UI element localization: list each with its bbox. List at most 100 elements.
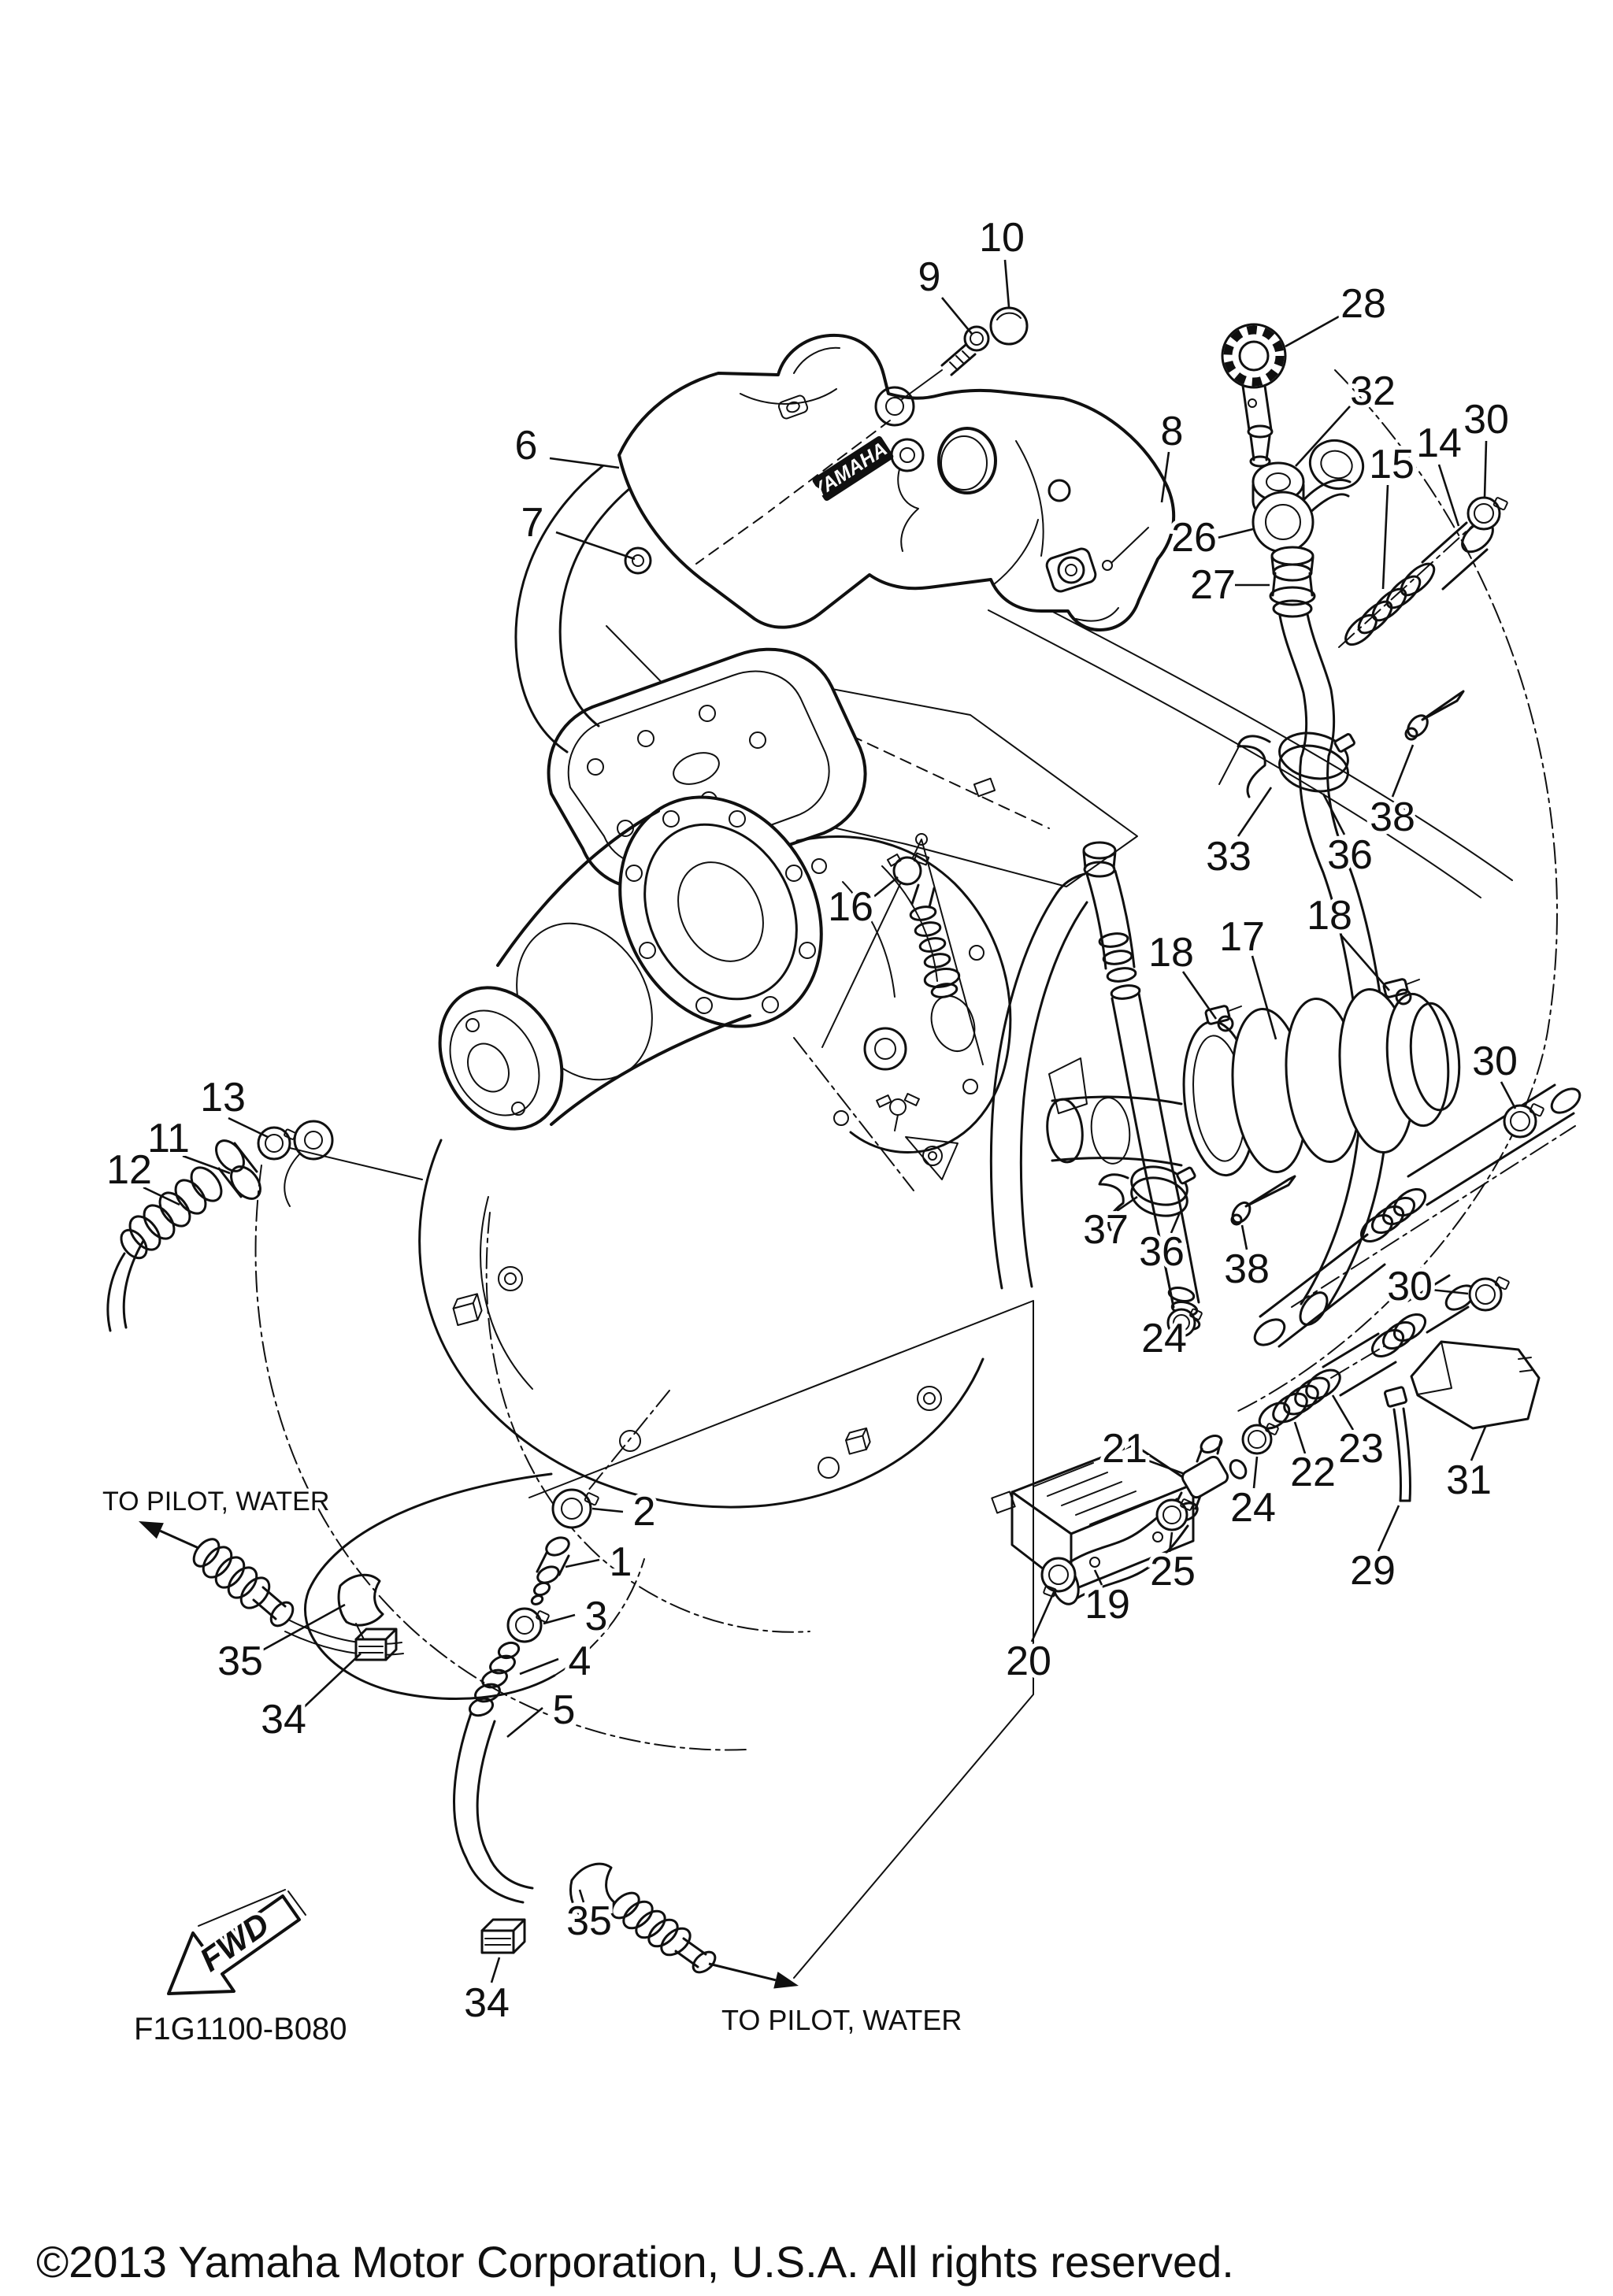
callout-21: 21 [1102,1426,1148,1472]
leader-line-36 [1322,793,1346,835]
leader-line-20 [1030,1591,1055,1642]
leader-line-2 [591,1507,624,1513]
leader-line-28 [1285,315,1340,348]
callout-24: 24 [1141,1316,1187,1361]
leader-line-34 [303,1653,362,1708]
callout-5: 5 [553,1687,576,1733]
leader-line-17 [1251,955,1277,1040]
callout-2: 2 [633,1489,656,1535]
hose-clamp-24a [1166,1308,1203,1338]
fwd-arrow [167,1889,306,1995]
callout-17: 17 [1219,914,1265,960]
leader-line-4 [519,1657,559,1676]
callout-27: 27 [1190,562,1236,608]
callout-4: 4 [569,1639,591,1684]
exhaust-cover [617,333,1176,631]
clamp-cluster-lower [1098,1165,1296,1231]
leader-line-16 [872,876,899,899]
leader-line-9 [940,297,973,335]
part-code: F1G1100-B080 [134,2012,347,2046]
cover-31 [1410,1340,1541,1430]
leader-line-5 [506,1706,543,1739]
arrow-to-pilot-bottom-shaft [708,1962,777,1982]
leader-line-25 [1168,1531,1174,1553]
leader-line-30 [1430,1288,1469,1295]
leader-line-21 [1145,1458,1185,1476]
callout-22: 22 [1290,1450,1336,1495]
callout-10: 10 [979,215,1025,261]
leader-line-18 [1181,971,1218,1020]
leader-line-31 [1470,1426,1487,1461]
callout-12: 12 [106,1147,152,1193]
callout-9: 9 [918,254,941,300]
callout-25: 25 [1150,1549,1196,1594]
callout-38: 38 [1224,1246,1270,1292]
callout-6: 6 [515,423,538,468]
leader-line-10 [1003,259,1010,308]
cable-tie-29 [1383,1386,1412,1502]
bottom-outlet [480,1862,717,1974]
copyright-line: ©2013 Yamaha Motor Corporation, U.S.A. A… [36,2237,1234,2287]
callout-35: 35 [217,1639,263,1684]
projection-wedge [528,1300,1034,1979]
callout-3: 3 [585,1594,608,1639]
callout-31: 31 [1446,1457,1492,1503]
callout-38: 38 [1370,794,1415,840]
leader-line-24 [1252,1456,1259,1489]
parts-column-1-5 [453,1390,670,1904]
callout-26: 26 [1171,515,1217,561]
leader-line-8 [1160,451,1170,503]
callout-28: 28 [1340,281,1386,327]
callout-36: 36 [1327,832,1373,878]
callout-23: 23 [1338,1426,1384,1472]
callout-7: 7 [521,500,544,546]
leader-line-30 [1500,1081,1517,1109]
diagram-art [106,306,1581,1995]
bellows-joint [1182,978,1461,1177]
callout-30: 30 [1472,1039,1518,1084]
callout-16: 16 [828,884,873,930]
callout-18: 18 [1148,930,1194,976]
leader-line-7 [555,531,636,561]
arrow-to-pilot-left-shaft [159,1529,199,1550]
leader-line-38 [1391,744,1415,798]
leader-line-30 [1483,440,1488,498]
callout-37: 37 [1083,1207,1129,1253]
pipe-22-23 [1241,1274,1510,1455]
hose-clamp-30a [1467,496,1508,531]
callout-11: 11 [147,1116,190,1161]
callout-13: 13 [200,1075,246,1120]
leader-line-37 [1116,1195,1138,1213]
leader-line-22 [1293,1421,1307,1454]
callout-18: 18 [1307,893,1352,939]
engine-assembly [254,465,1183,1751]
to-pilot-bottom: TO PILOT, WATER [721,2004,962,2036]
leader-line-13 [228,1117,269,1139]
leader-line-12 [143,1186,180,1206]
callout-34: 34 [464,1980,510,2026]
cap-10 [989,306,1029,346]
callout-32: 32 [1350,368,1396,414]
yamaha-decal [812,435,894,502]
leader-line-32 [1295,406,1351,467]
callout-20: 20 [1006,1639,1051,1684]
leader-line-23 [1331,1394,1355,1431]
hose-19 [1040,1498,1194,1605]
leader-line-18 [1340,934,1390,991]
leader-line-35 [260,1603,346,1653]
vent-pipe [989,841,1203,1338]
drain-knob-28 [1221,323,1287,468]
flow-arrows [139,1521,799,1989]
hose-clamp-30c [1468,1276,1510,1312]
hose-clamp-20 [1040,1557,1077,1598]
callout-15: 15 [1369,442,1415,487]
water-pipe-14-15 [1338,496,1508,648]
block-34a [354,1628,398,1661]
leader-line-33 [1237,787,1273,837]
callout-36: 36 [1139,1229,1185,1275]
pipe-30b [1253,1083,1581,1348]
leader-line-3 [543,1613,576,1625]
